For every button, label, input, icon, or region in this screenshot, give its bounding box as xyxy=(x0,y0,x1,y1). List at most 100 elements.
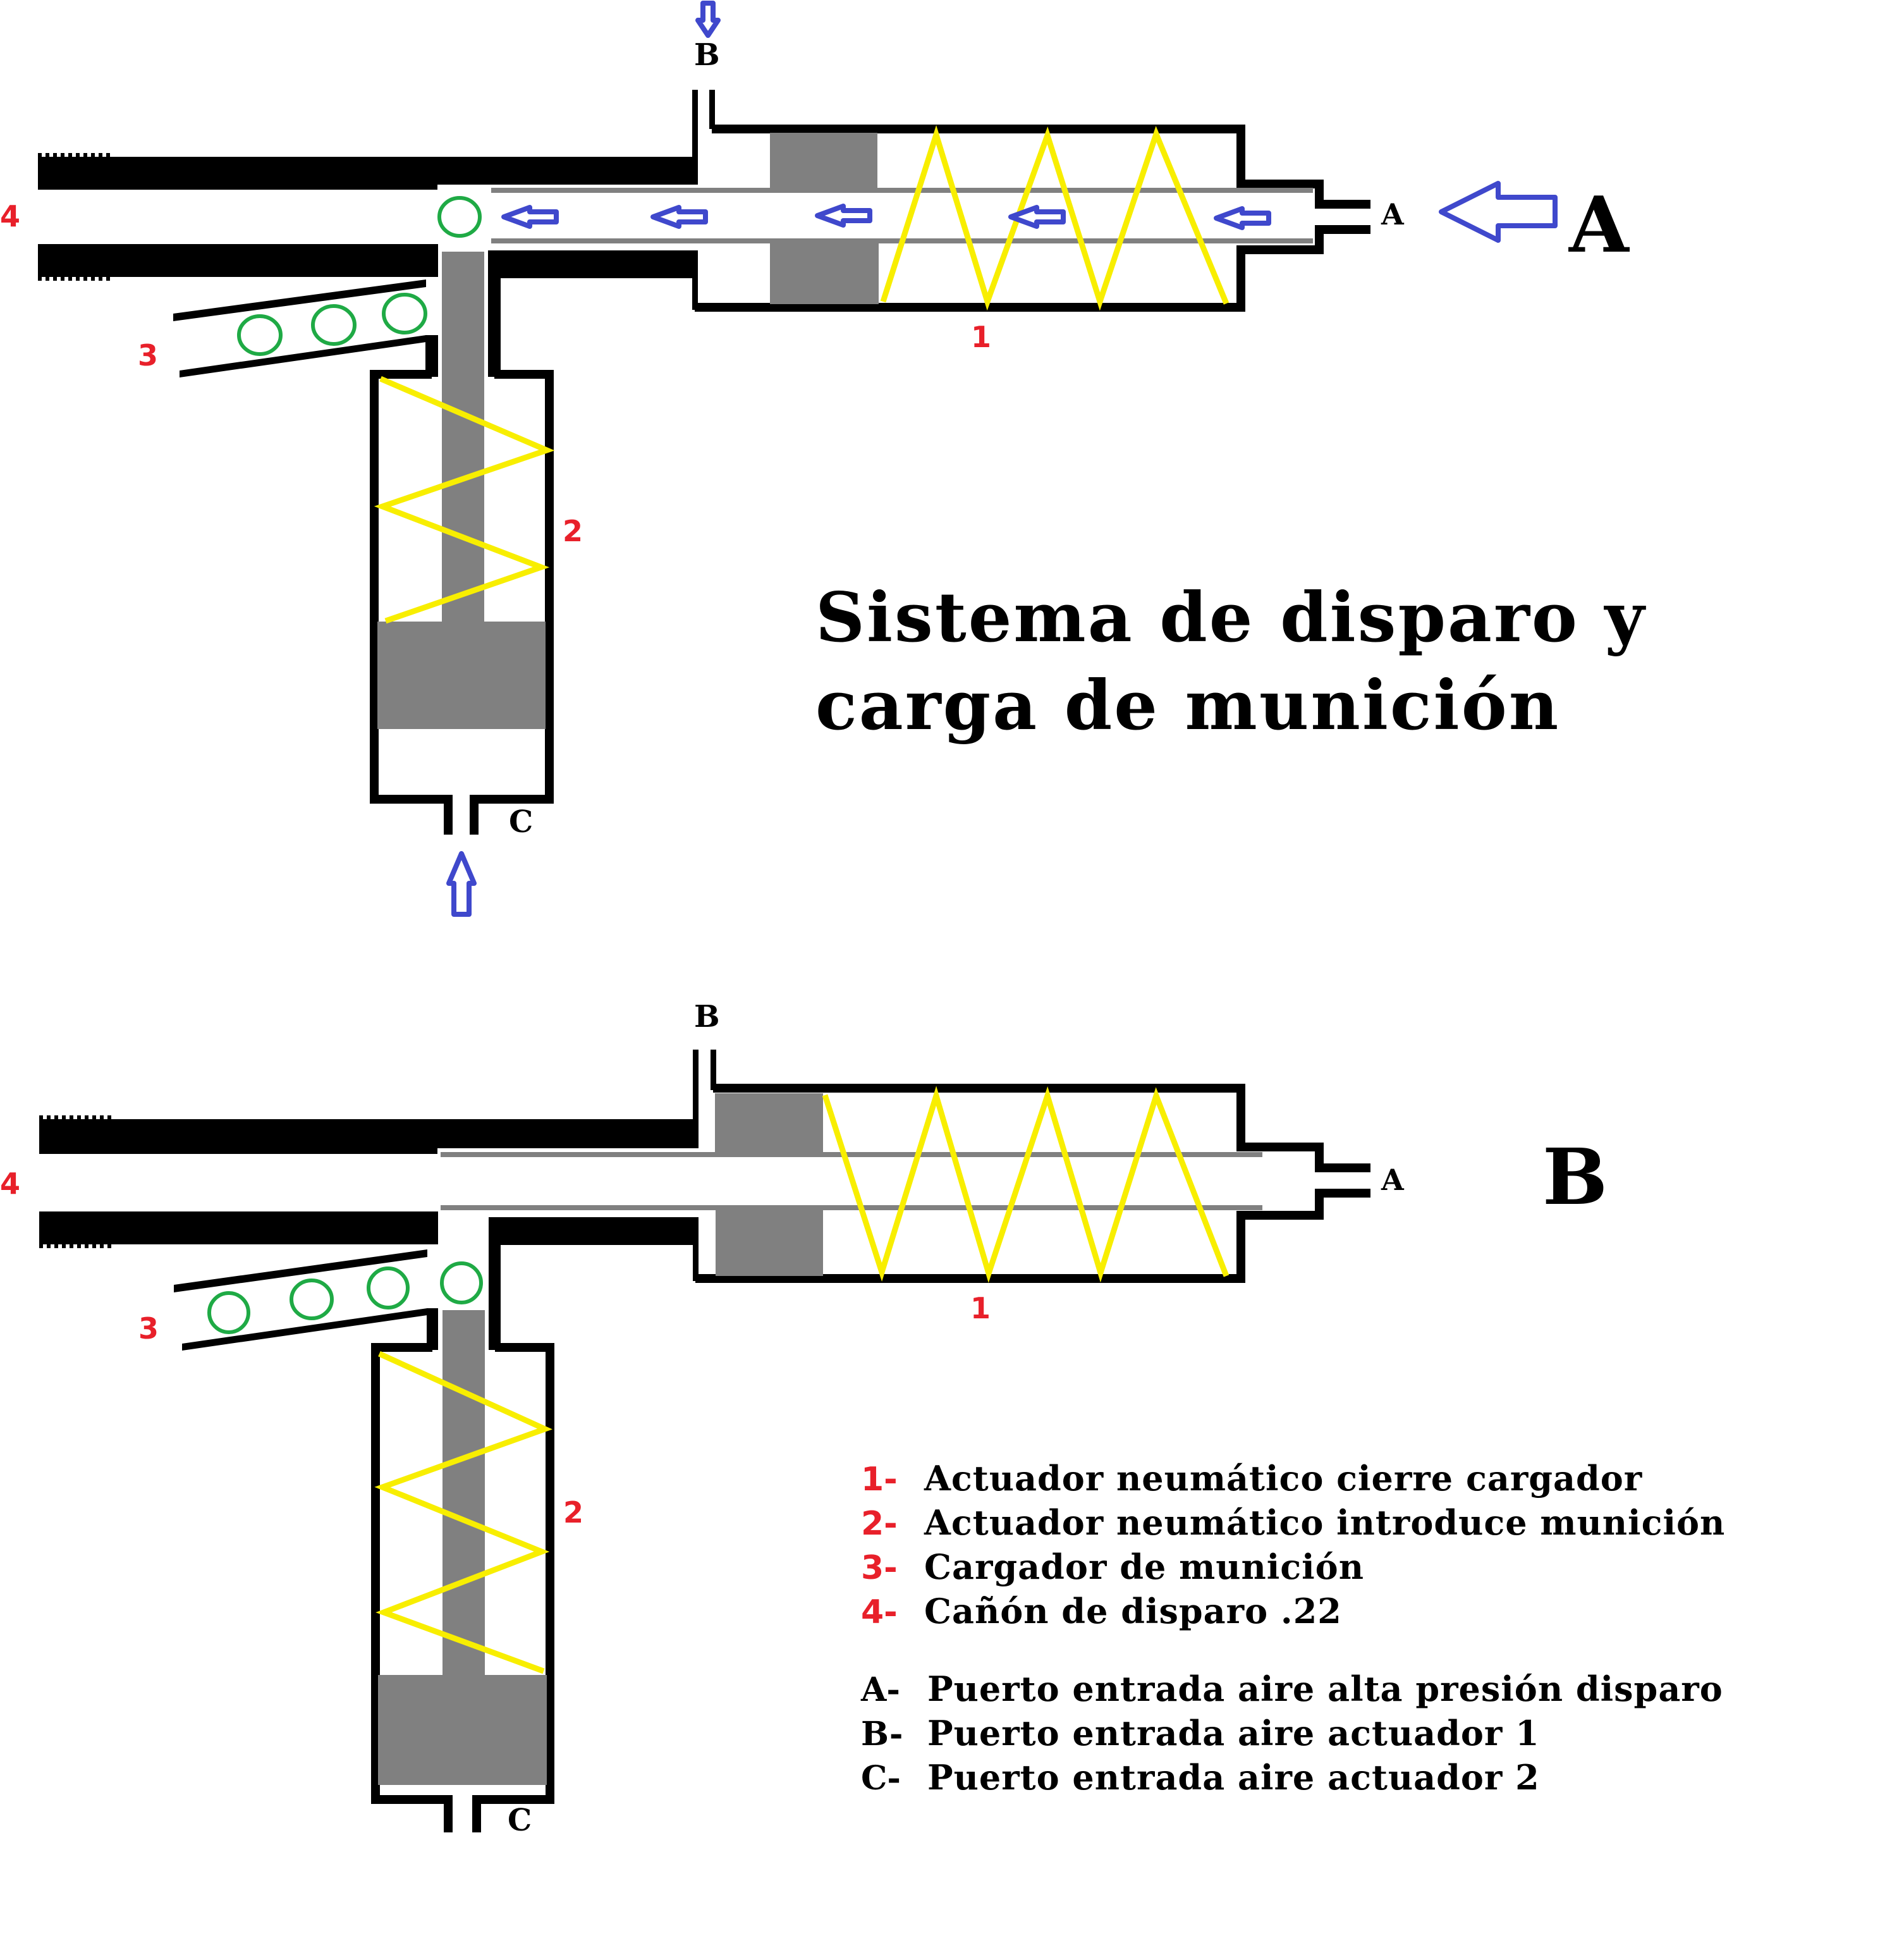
spring-1 xyxy=(880,125,1230,311)
tube-lower-line xyxy=(441,1205,1262,1210)
label-part-2: 2 xyxy=(563,1495,583,1530)
ammo-round xyxy=(290,1279,334,1320)
label-part-1: 1 xyxy=(971,320,991,354)
rod-2 xyxy=(442,252,484,625)
legend-key: 3- xyxy=(861,1549,898,1587)
barrel-lower-wall xyxy=(38,244,438,277)
title-line-2: carga de munición xyxy=(815,666,1560,745)
arrow-left-icon xyxy=(650,205,708,229)
cylinder-2-neck-right xyxy=(488,250,501,377)
rod-2 xyxy=(442,1310,485,1680)
piston-1-upper xyxy=(770,133,877,188)
magazine-lower-wall xyxy=(180,335,426,377)
legend-key: C- xyxy=(861,1759,901,1798)
port-b-right-wall xyxy=(711,1050,716,1090)
cylinder-1-left-wall-lower xyxy=(692,250,698,310)
port-b-left-wall xyxy=(693,1050,699,1148)
piston-2 xyxy=(378,1675,547,1785)
arrow-left-icon xyxy=(501,205,559,229)
piston-1-lower xyxy=(770,243,879,304)
legend-text: Actuador neumático introduce munición xyxy=(924,1502,1725,1543)
inlet-arrow-b-icon xyxy=(695,1,721,38)
legend-text: Actuador neumático cierre cargador xyxy=(924,1458,1642,1499)
barrel-4 xyxy=(38,153,698,281)
label-port-a: A xyxy=(1381,197,1405,231)
ammo-round xyxy=(440,1261,483,1304)
cylinder-2-body xyxy=(370,370,554,835)
magazine-upper-wall xyxy=(173,279,426,321)
spring-2 xyxy=(374,1351,552,1674)
label-port-b: B xyxy=(694,37,720,73)
magazine-lower-wall xyxy=(182,1308,427,1351)
label-part-3: 3 xyxy=(138,338,158,372)
breech-lower-wall xyxy=(489,250,697,278)
label-port-c: C xyxy=(508,1803,532,1838)
legend-key: 2- xyxy=(861,1505,898,1543)
spring-2 xyxy=(374,376,555,624)
cylinder-2-neck-left xyxy=(425,335,438,377)
legend-text: Puerto entrada aire actuador 2 xyxy=(927,1757,1540,1798)
title-line-1: Sistema de disparo y xyxy=(815,578,1646,658)
legend-text: Cargador de munición xyxy=(924,1547,1364,1587)
barrel-thread-marks xyxy=(39,1115,111,1248)
legend-text: Puerto entrada aire alta presión disparo xyxy=(927,1669,1723,1709)
arrow-left-icon xyxy=(1214,206,1271,230)
ammo-round xyxy=(311,304,357,346)
diagram-b: 4 3 2 1 B A C B xyxy=(0,999,1608,1838)
legend: 1- Actuador neumático cierre cargador 2-… xyxy=(860,1458,1725,1798)
label-part-1: 1 xyxy=(970,1291,991,1325)
barrel-lower-wall xyxy=(39,1211,438,1244)
label-part-2: 2 xyxy=(563,514,583,548)
cylinder-2-body xyxy=(371,1343,554,1832)
port-b-right-wall xyxy=(709,90,715,129)
label-port-b: B xyxy=(694,999,720,1034)
ammo-round xyxy=(237,314,283,356)
magazine-3 xyxy=(174,1249,483,1351)
label-port-a: A xyxy=(1381,1163,1405,1197)
spring-1 xyxy=(822,1086,1230,1284)
barrel-4 xyxy=(39,1115,698,1248)
port-b-left-wall xyxy=(692,90,698,185)
legend-ports: A- Puerto entrada aire alta presión disp… xyxy=(860,1669,1723,1798)
state-label-b: B xyxy=(1542,1131,1608,1222)
magazine-3 xyxy=(173,279,427,377)
label-port-c: C xyxy=(509,804,533,840)
cylinder-2-neck-right xyxy=(489,1217,501,1350)
piston-2 xyxy=(377,622,546,729)
label-part-4: 4 xyxy=(0,199,20,233)
magazine-upper-wall xyxy=(174,1249,427,1292)
label-part-3: 3 xyxy=(138,1311,159,1346)
arrow-left-icon xyxy=(815,204,872,228)
state-label-a: A xyxy=(1568,179,1630,270)
air-flow-arrows xyxy=(501,204,1271,230)
ammo-round xyxy=(367,1266,410,1309)
barrel-upper-wall-front xyxy=(38,157,437,190)
legend-key: A- xyxy=(860,1671,900,1709)
diagram-a: 4 3 2 1 B A C A xyxy=(0,1,1630,917)
cylinder-1-left-wall-lower xyxy=(693,1217,699,1281)
ammo-round xyxy=(382,293,427,334)
barrel-upper-wall-front xyxy=(39,1119,437,1154)
breech-lower-wall xyxy=(489,1217,697,1245)
legend-text: Puerto entrada aire actuador 1 xyxy=(927,1713,1540,1753)
arrow-left-icon xyxy=(1008,205,1066,229)
tube-upper-line xyxy=(491,188,1313,193)
legend-text: Cañón de disparo .22 xyxy=(924,1591,1342,1631)
cylinder-1-body xyxy=(695,1084,1370,1283)
legend-parts: 1- Actuador neumático cierre cargador 2-… xyxy=(861,1458,1725,1631)
piston-1-lower xyxy=(716,1210,823,1276)
legend-key: 4- xyxy=(861,1593,898,1631)
inlet-arrow-c-icon xyxy=(446,851,477,917)
cylinder-1-body xyxy=(695,125,1370,312)
legend-key: 1- xyxy=(861,1461,898,1499)
label-part-4: 4 xyxy=(0,1167,20,1201)
piston-1-upper xyxy=(715,1093,823,1152)
cylinder-2-neck-left xyxy=(427,1308,438,1350)
inlet-arrow-a-icon xyxy=(1439,181,1558,243)
ammo-round xyxy=(207,1291,250,1334)
barrel-thread-marks xyxy=(38,153,110,281)
tube-upper-line xyxy=(441,1152,1262,1157)
legend-key: B- xyxy=(861,1715,903,1753)
chambered-round xyxy=(437,196,482,238)
